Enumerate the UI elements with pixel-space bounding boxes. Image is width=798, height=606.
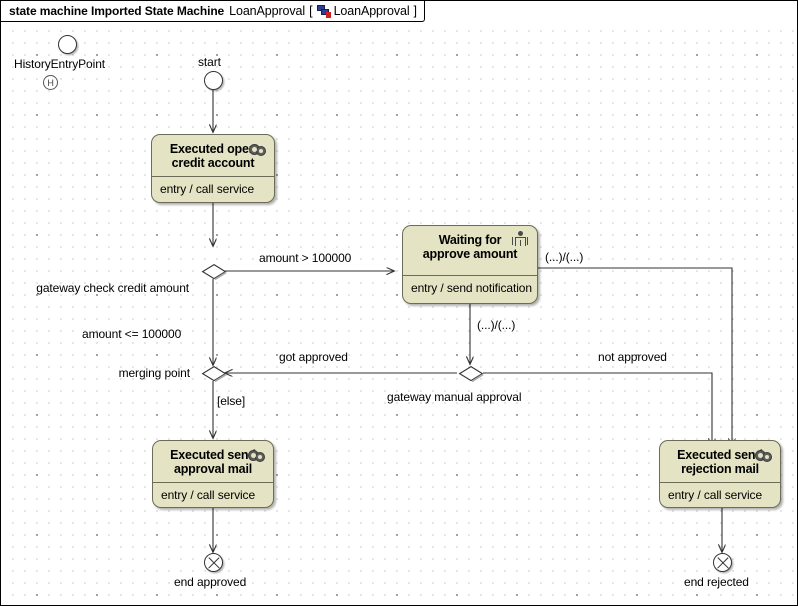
entry-point-label: HistoryEntryPoint xyxy=(14,57,105,71)
effect-label-top: (...)/(...) xyxy=(545,250,584,264)
guard-not-approved-label: not approved xyxy=(598,350,667,364)
gateway-manual-approval-label: gateway manual approval xyxy=(387,390,522,404)
end-approved-label: end approved xyxy=(174,575,247,589)
diagram-title-bar: state machine Imported State Machine Loa… xyxy=(1,1,425,22)
merging-point-label: merging point xyxy=(118,366,191,380)
state-title-line1: Executed send xyxy=(677,448,763,462)
state-machine-icon xyxy=(316,4,331,18)
state-entry-action: entry / call service xyxy=(160,182,255,196)
bracket-name-label: LoanApproval xyxy=(333,4,410,18)
edge-manual-approval-to-rejection xyxy=(483,372,712,446)
edge-waiting-to-rejection xyxy=(534,267,732,446)
state-title-line2: approve amount xyxy=(422,247,518,261)
bracket-close: ] xyxy=(413,4,417,18)
merge-point-merging-point[interactable] xyxy=(201,365,227,383)
final-state-end-rejected[interactable] xyxy=(713,553,732,572)
guard-amount-greater-label: amount > 100000 xyxy=(259,251,352,265)
decision-gateway-check-credit-amount[interactable] xyxy=(201,263,227,281)
decision-gateway-manual-approval[interactable] xyxy=(458,365,484,383)
state-entry-action: entry / call service xyxy=(161,488,256,502)
final-state-end-approved[interactable] xyxy=(204,553,223,572)
initial-pseudostate-start[interactable] xyxy=(204,71,223,90)
end-rejected-label: end rejected xyxy=(684,575,749,589)
state-title-line2: rejection mail xyxy=(681,462,759,476)
state-divider xyxy=(403,275,537,276)
service-gear-icon xyxy=(248,448,266,463)
state-title-line1: Executed send xyxy=(170,448,256,462)
state-title-line1: Executed open xyxy=(169,142,257,156)
diagram-kind-label: state machine Imported State Machine xyxy=(9,4,225,18)
history-state-icon[interactable]: H xyxy=(43,75,58,90)
edge-layer xyxy=(2,90,798,606)
human-actor-icon xyxy=(512,231,529,249)
state-divider xyxy=(660,482,780,483)
diagram-name-label: LoanApproval xyxy=(229,4,306,18)
start-label: start xyxy=(198,55,221,69)
state-title-line1: Waiting for xyxy=(438,233,502,247)
effect-label-mid: (...)/(...) xyxy=(477,318,516,332)
state-entry-action: entry / call service xyxy=(668,488,763,502)
guard-else-label: [else] xyxy=(217,394,246,408)
state-divider xyxy=(153,482,273,483)
guard-got-approved-label: got approved xyxy=(279,350,348,364)
bracket-open: [ xyxy=(309,4,313,18)
gateway-check-credit-amount-label: gateway check credit amount xyxy=(36,281,189,295)
state-divider xyxy=(152,176,274,177)
entry-point-circle[interactable] xyxy=(58,35,77,54)
state-entry-action: entry / send notification xyxy=(411,281,532,295)
state-title-line2: approval mail xyxy=(174,462,252,476)
service-gear-icon xyxy=(249,142,267,157)
state-title-line2: credit account xyxy=(171,156,255,170)
service-gear-icon xyxy=(755,448,773,463)
guard-amount-lesser-label: amount <= 100000 xyxy=(82,327,182,341)
